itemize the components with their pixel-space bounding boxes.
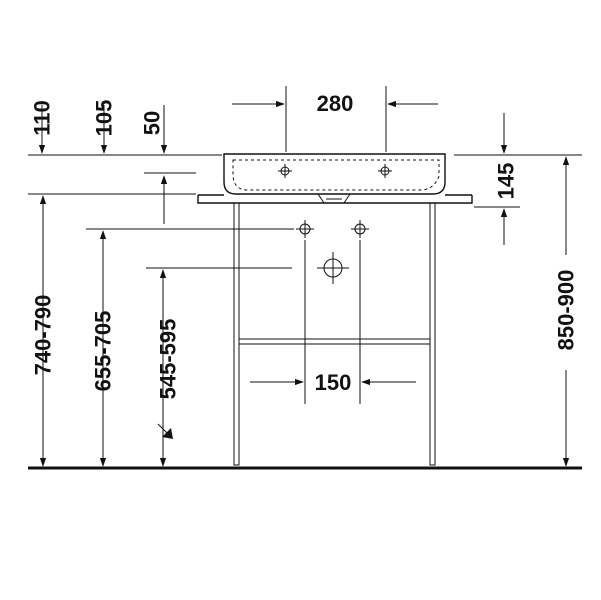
dim-655-705: 655-705 (91, 311, 116, 392)
dimension-arrows (38, 100, 570, 467)
wall-tap-left-icon (296, 220, 314, 238)
dim-110: 110 (30, 100, 55, 136)
tap-hole-right-icon (378, 164, 392, 178)
extension-lines (28, 86, 582, 404)
dim-280: 280 (317, 91, 354, 116)
washbasin (223, 153, 446, 204)
dim-50: 50 (140, 111, 165, 135)
tap-hole-left-icon (278, 164, 292, 178)
dim-545-595: 545-595 (156, 319, 181, 400)
note-arrow-icon (157, 423, 173, 439)
console-frame (197, 194, 473, 466)
dim-150: 150 (315, 370, 352, 395)
dim-105: 105 (92, 100, 117, 137)
dim-850-900: 850-900 (554, 270, 579, 351)
wall-tap-right-icon (351, 220, 369, 238)
dim-145: 145 (494, 163, 519, 200)
waste-outlet-icon (317, 252, 349, 284)
dim-740-790: 740-790 (31, 295, 56, 376)
